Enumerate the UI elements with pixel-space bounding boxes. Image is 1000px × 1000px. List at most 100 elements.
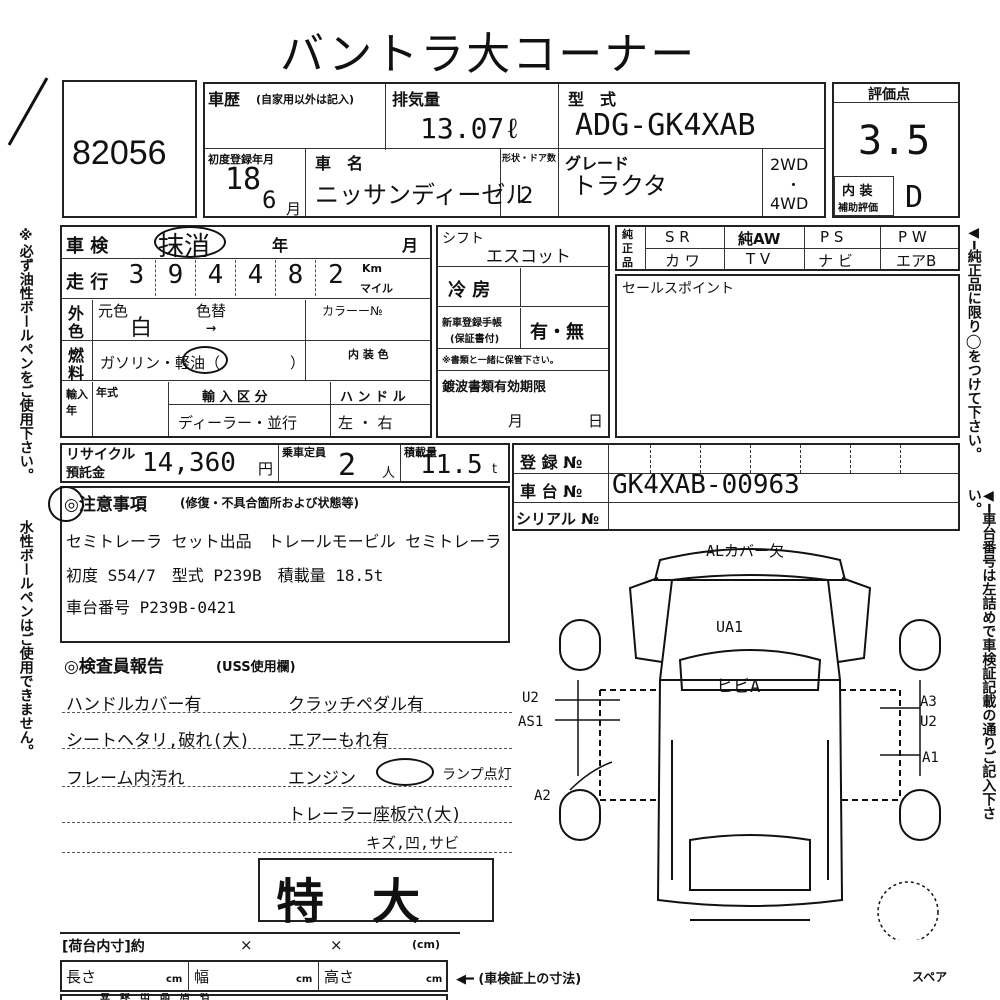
cargo-unit: (cm) <box>412 938 441 951</box>
diagram-left-mark: A2 <box>534 788 551 804</box>
diagram-left-mark: AS1 <box>518 714 544 730</box>
first-reg-label: 初度登録年月 <box>208 153 274 166</box>
fuel-close: ） <box>290 354 306 372</box>
dim-length-label: 長さ <box>66 968 97 986</box>
shift-block <box>436 225 610 438</box>
notes-subtitle: (修復・不具合箇所および状態等) <box>180 496 359 510</box>
import-year-label: 年式 <box>96 386 118 399</box>
genuine-sr: S R <box>665 228 690 246</box>
inspector-title: ◎検査員報告 <box>64 657 164 677</box>
diagram-left-mark: U2 <box>522 690 539 706</box>
displacement-label: 排気量 <box>392 90 441 109</box>
first-reg-month-unit: 月 <box>286 200 302 218</box>
car-name-label: 車 名 <box>315 154 364 173</box>
recycle-label-2: 預託金 <box>66 466 106 481</box>
margin-note-genuine: ◀━純正品に限り◯をつけて下さい。 <box>965 225 982 462</box>
color-side-2: 色 <box>68 322 85 341</box>
grade-label: グレード <box>565 154 630 173</box>
genuine-side-3: 品 <box>622 256 633 269</box>
diagram-right-mark: A3 <box>920 694 937 710</box>
spec-block <box>60 225 432 438</box>
mileage-unit-km: Km <box>362 262 382 275</box>
handle-label: ハ ン ド ル <box>340 390 406 405</box>
inspector-note-left: ハンドルカバー有 <box>66 695 202 715</box>
lot-number: 82056 <box>72 134 167 172</box>
genuine-leather: カ ワ <box>665 252 700 270</box>
inspector-note-right: ランプ点灯 <box>442 767 512 783</box>
inspection-year: 年 <box>272 236 289 255</box>
recycle-label-1: リサイクル <box>66 447 136 463</box>
inspector-note-right: トレーラー座板穴(大) <box>288 805 462 825</box>
mileage-digit: 4 <box>196 260 236 296</box>
note-line: 初度 S54/7 型式 P239B 積載量 18.5t <box>66 566 384 585</box>
mileage-label: 走 行 <box>66 272 109 293</box>
margin-note-water-pen: 水性ボールペンはご使用できません。 <box>17 520 34 758</box>
color-orig-label: 元色 <box>98 302 129 320</box>
inspection-value-circle <box>154 226 226 258</box>
genuine-tv: T V <box>746 250 771 268</box>
genuine-side-2: 正 <box>622 242 633 255</box>
cargo-label: [荷台内寸]約 <box>62 939 145 955</box>
registration-label: 登 録 № <box>520 453 583 472</box>
color-change-label: 色替 <box>196 302 227 320</box>
spare-label: スペア <box>912 970 948 984</box>
inspector-note-left: フレーム内汚れ <box>66 769 185 789</box>
import-class-value: ディーラー・並行 <box>178 414 297 432</box>
first-reg-year: 18 <box>225 162 262 197</box>
vehicle-info-grid <box>203 82 826 218</box>
load-unit: t <box>492 462 498 477</box>
grade-value: トラクタ <box>572 172 668 200</box>
score-value: 3.5 <box>858 118 931 164</box>
cert-month: 月 <box>508 412 524 430</box>
car-name-value: ニッサンディーゼル <box>315 181 530 209</box>
history-note: (自家用以外は記入) <box>256 93 355 106</box>
margin-note-oil-pen: ※必ず油性ボールペンをご使用下さい。 <box>17 228 34 482</box>
doors-label: 形状・ドア数 <box>502 154 557 164</box>
ac-label: 冷 房 <box>448 280 491 301</box>
genuine-items-grid <box>615 225 960 271</box>
sales-point-box <box>615 274 960 438</box>
mileage-digit: 3 <box>118 260 156 296</box>
dim-height-label: 高さ <box>324 968 355 986</box>
page-title: バントラ大コーナー <box>280 29 697 80</box>
special-size-stamp-text: 特 大 <box>276 874 421 930</box>
genuine-pw: P W <box>898 228 927 246</box>
manual-label-2: (保証書付) <box>450 334 500 345</box>
manual-note: ※書類と一緒に保管下さい。 <box>442 356 559 366</box>
color-orig-value: 白 <box>130 316 153 341</box>
diagram-roof-mark: UA1 <box>716 618 744 636</box>
notes-circle-mark <box>48 486 84 522</box>
manual-value: 有・無 <box>530 322 584 343</box>
capacity-unit: 人 <box>382 466 396 481</box>
genuine-airbag: エアB <box>896 252 937 270</box>
recycle-unit: 円 <box>258 460 274 478</box>
shift-label: シフト <box>442 231 484 247</box>
cert-label: 鍍波書類有効期限 <box>442 380 547 395</box>
handle-value: 左 ・ 右 <box>338 414 393 432</box>
drive-4wd: 4WD <box>770 194 809 213</box>
frame-value: GK4XAB-00963 <box>612 470 800 500</box>
dim-width-label: 幅 <box>194 968 210 986</box>
inspector-note-right: キズ,凹,サビ <box>366 834 460 852</box>
mileage-digits: 3 9 4 4 8 2 <box>118 260 356 296</box>
dim-height-unit: cm <box>426 974 443 985</box>
sales-point-label: セールスポイント <box>622 281 734 297</box>
inspection-label: 車 検 <box>66 236 109 257</box>
import-side-label: 輸入年 <box>66 388 88 417</box>
diagram-right-mark: A1 <box>922 750 939 766</box>
load-label: 積載量 <box>404 446 437 459</box>
special-size-stamp <box>258 858 494 922</box>
cargo-x1: × <box>240 936 253 954</box>
notes-title: ◎注意事項 <box>64 495 147 515</box>
recycle-value: 14,360 <box>142 448 236 478</box>
import-class-label: 輸 入 区 分 <box>202 390 268 405</box>
engine-scribble <box>376 758 434 786</box>
notes-box <box>60 486 510 643</box>
diagram-top-note: ALカバー欠 <box>706 542 785 560</box>
interior-sub-label: 補助評価 <box>838 203 878 214</box>
color-change-value: → <box>206 318 217 338</box>
inspector-note-right: エアーもれ有 <box>288 731 389 751</box>
fuel-side-1: 燃 <box>68 346 85 365</box>
inspector-note-left: シートヘタリ,破れ(大) <box>66 731 250 751</box>
frame-label: 車 台 № <box>520 482 583 501</box>
